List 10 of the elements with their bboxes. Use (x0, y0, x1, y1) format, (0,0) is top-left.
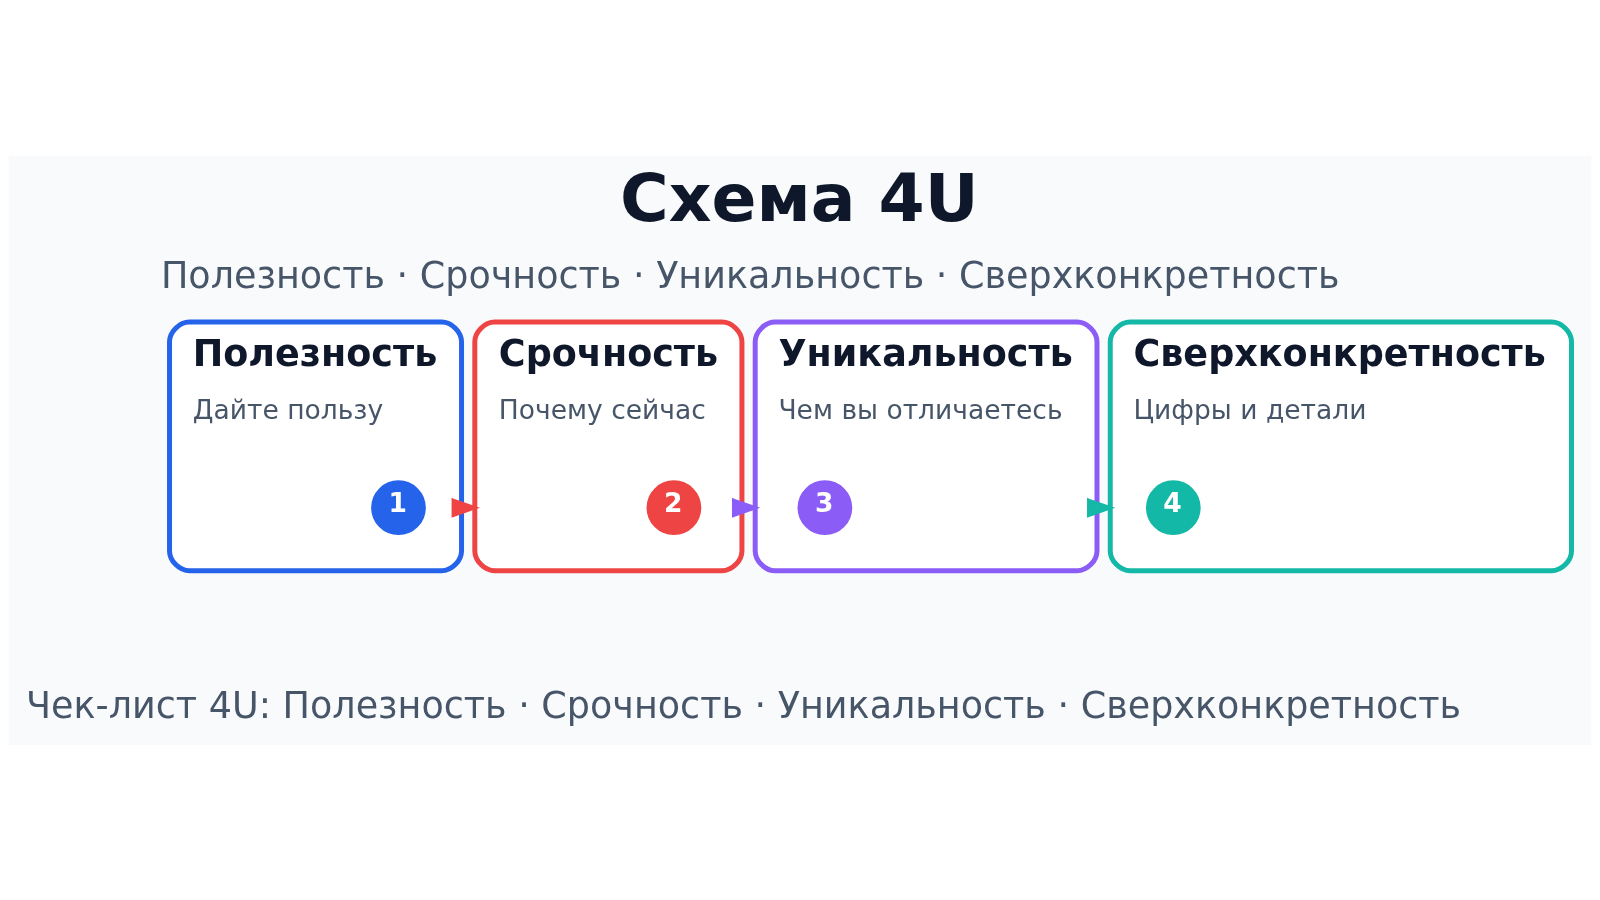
node-circle: 3 (797, 479, 853, 535)
arrow (1087, 497, 1116, 518)
caption: Чек-лист 4U: Полезность · Срочность · Уникальность · Сверхконкретность (26, 683, 1462, 727)
node-circle: 4 (1145, 479, 1201, 535)
node-circle: 2 (646, 479, 702, 535)
diagram-title: Схема 4U (619, 158, 979, 237)
node-circle: 1 (371, 479, 426, 535)
arrow (731, 497, 761, 518)
label: Полезность · Срочность · Уникальность · Сверхконкретность (160, 253, 1340, 297)
arrow (451, 497, 480, 518)
